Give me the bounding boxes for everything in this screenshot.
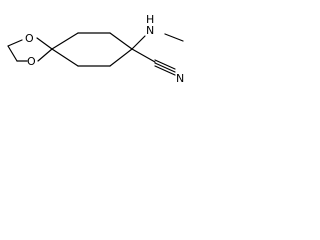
bond-nitrile-triple-1 (154, 59, 176, 70)
bond-ch2-ch2 (7, 45, 18, 62)
bond-spiro-c1 (51, 32, 79, 50)
bond-nitrile-triple-2 (154, 62, 176, 73)
bond-quat-n-amine (131, 35, 146, 50)
molecule-structure: O O N H N (7, 13, 184, 85)
bond-c4-spiro (51, 48, 79, 67)
amine-nitrogen-label: N (146, 24, 154, 37)
bond-nitrile-triple-3 (154, 65, 176, 76)
nitrile-nitrogen-label: N (176, 72, 184, 85)
bond-o-bottom-spiro (37, 48, 53, 62)
bond-o-top-spiro (36, 37, 53, 50)
oxygen-bottom-label: O (27, 55, 36, 68)
bond-quat-c3 (109, 48, 133, 67)
bond-quat-c-nitrile (131, 48, 156, 63)
amine-hydrogen-label: H (146, 13, 154, 26)
bond-ch2-o-top (7, 39, 23, 47)
bond-c2-quat (109, 32, 133, 50)
bond-n-methyl (164, 33, 184, 42)
oxygen-top-label: O (25, 32, 34, 45)
